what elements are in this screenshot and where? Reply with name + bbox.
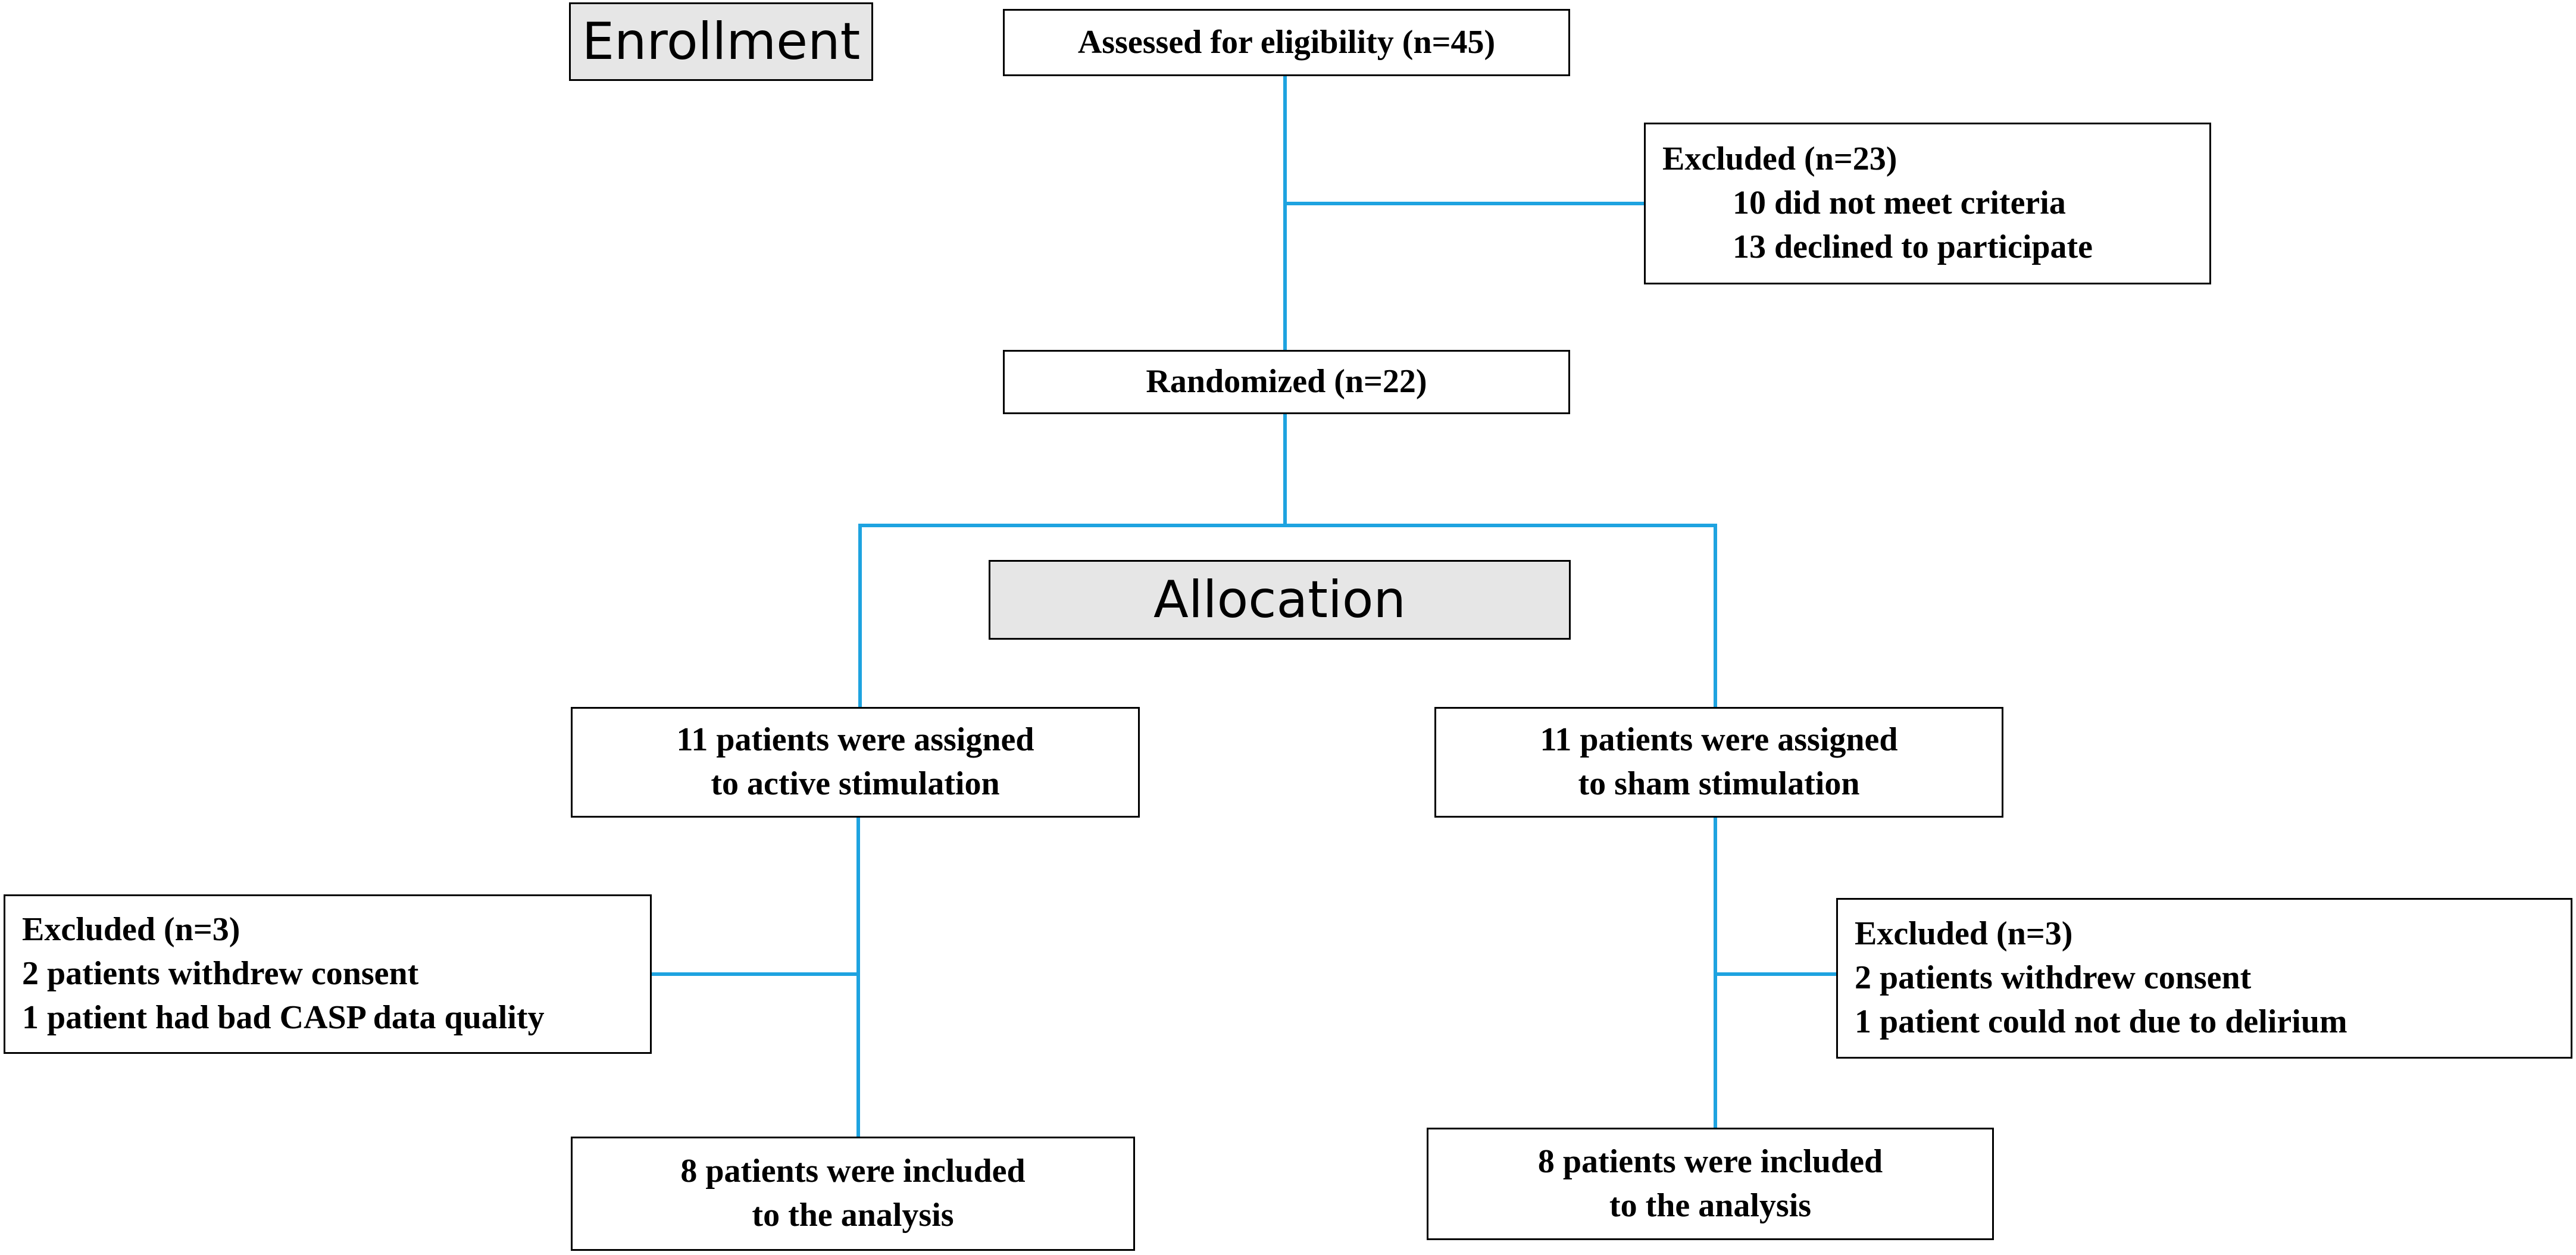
sham-included-line: 8 patients were included [1537,1143,1883,1180]
excluded-top-item: 10 did not meet criteria [1733,184,2066,222]
active-included-box: 8 patients were included to the analysis [571,1137,1135,1251]
active-excluded-item: 2 patients withdrew consent [22,955,419,993]
sham-excluded-title: Excluded (n=3) [1855,915,2073,953]
active-assigned-line: to active stimulation [711,765,1000,802]
randomized-box: Randomized (n=22) [1003,350,1570,414]
allocation-label-text: Allocation [1153,570,1406,630]
sham-assigned-box: 11 patients were assigned to sham stimul… [1434,707,2003,818]
sham-excluded-item: 1 patient could not due to delirium [1855,1003,2347,1040]
assessed-text: Assessed for eligibility (n=45) [1077,23,1496,61]
active-excluded-item: 1 patient had bad CASP data quality [22,999,545,1036]
connector-to-excluded-active [652,972,860,976]
randomized-text: Randomized (n=22) [1146,363,1427,400]
connector-assessed-to-randomized [1283,76,1287,350]
sham-excluded-item: 2 patients withdrew consent [1855,959,2252,997]
allocation-label: Allocation [989,560,1571,640]
active-assigned-line: 11 patients were assigned [676,721,1034,759]
active-assigned-box: 11 patients were assigned to active stim… [571,707,1140,818]
sham-assigned-line: to sham stimulation [1578,765,1860,802]
assessed-box: Assessed for eligibility (n=45) [1003,9,1570,76]
active-included-line: to the analysis [752,1197,954,1234]
enrollment-label: Enrollment [569,2,873,81]
excluded-top-title: Excluded (n=23) [1662,140,1897,178]
active-included-line: 8 patients were included [680,1153,1026,1190]
connector-to-excluded-sham [1714,972,1836,976]
sham-included-line: to the analysis [1609,1187,1812,1224]
connector-active-arm-down [856,818,860,1137]
active-excluded-box: Excluded (n=3) 2 patients withdrew conse… [4,894,652,1054]
connector-to-excluded-top [1283,202,1644,205]
excluded-top-item: 13 declined to participate [1733,228,2093,265]
connector-split-horizontal [858,524,1717,527]
sham-included-box: 8 patients were included to the analysis [1427,1128,1994,1240]
connector-split-left-down [858,524,862,707]
connector-split-right-down [1714,524,1717,707]
enrollment-label-text: Enrollment [582,12,861,71]
sham-assigned-line: 11 patients were assigned [1540,721,1898,759]
connector-randomized-down [1283,414,1287,527]
active-excluded-title: Excluded (n=3) [22,911,240,949]
sham-excluded-box: Excluded (n=3) 2 patients withdrew conse… [1836,898,2572,1059]
excluded-top-box: Excluded (n=23) 10 did not meet criteria… [1644,123,2211,284]
